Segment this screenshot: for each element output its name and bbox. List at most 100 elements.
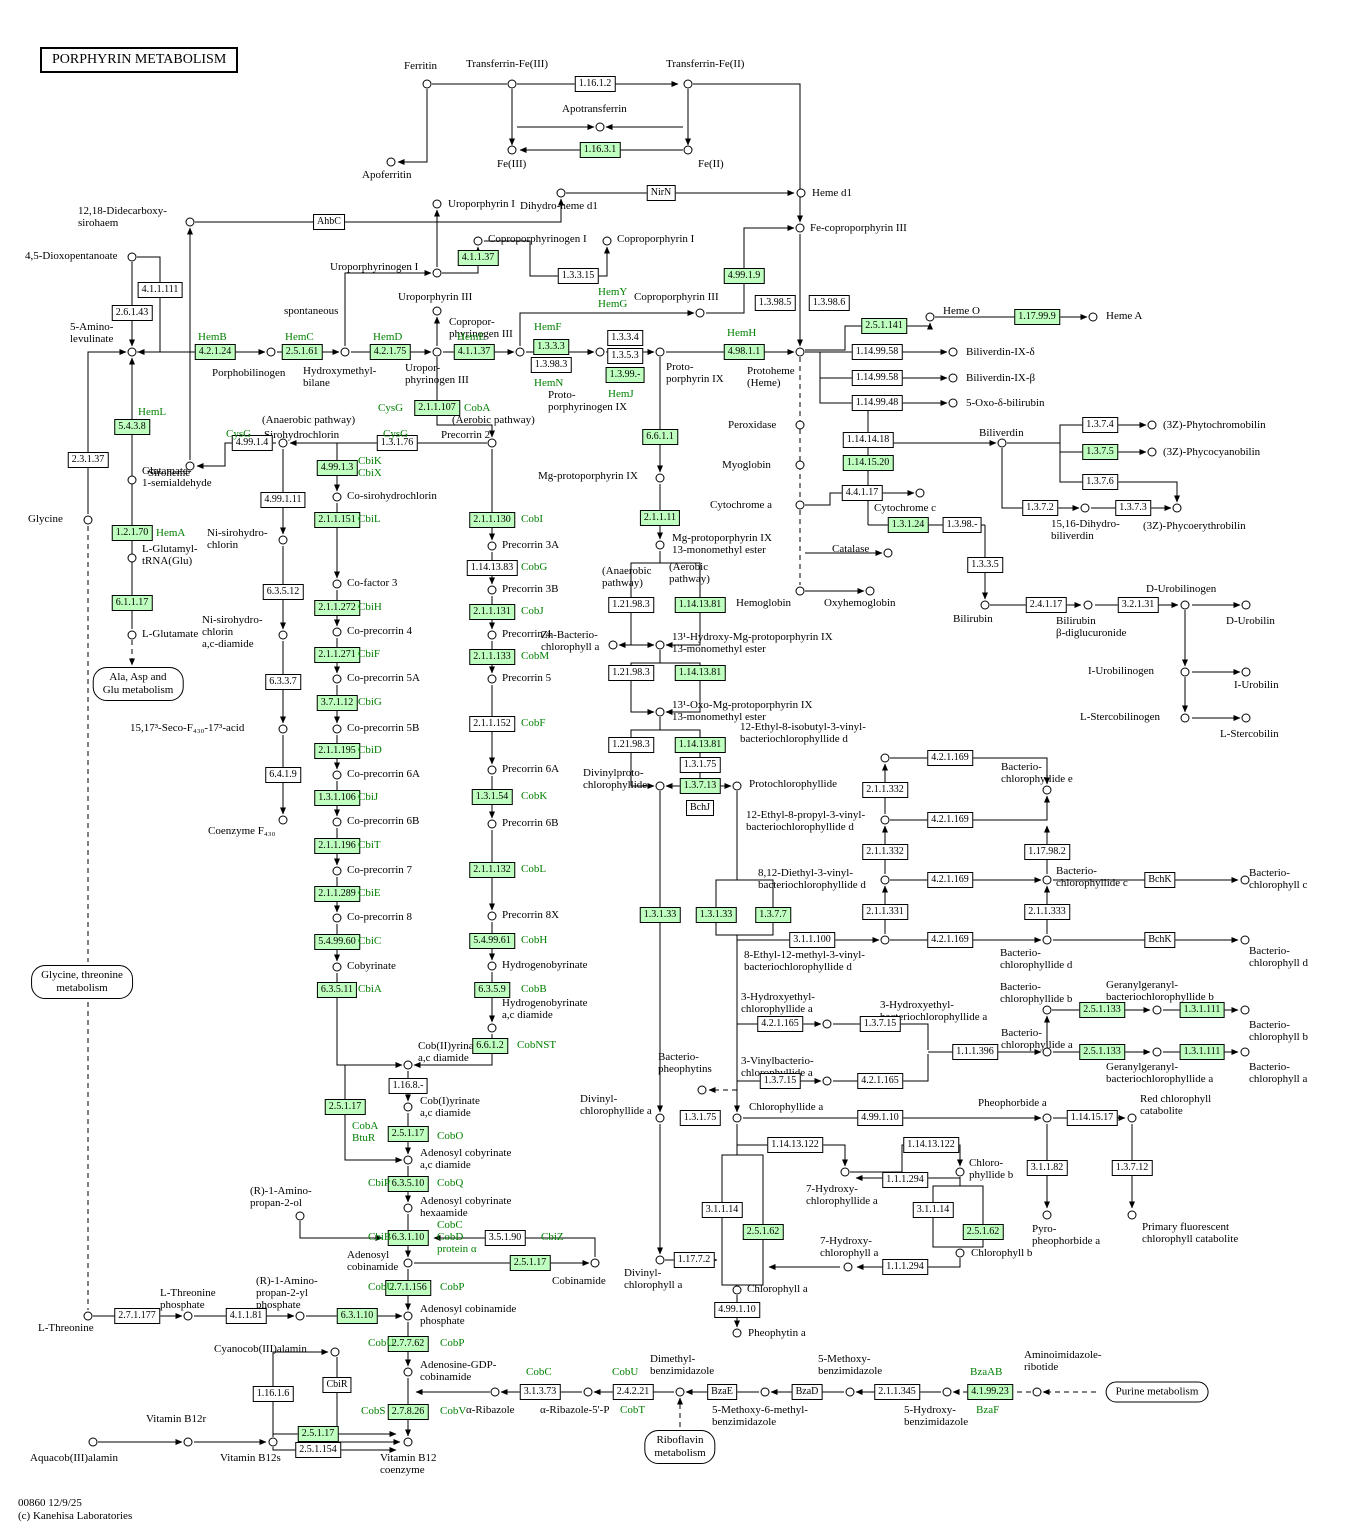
gene-label-hemc[interactable]: HemC (285, 331, 314, 343)
enzyme-box-4-2-1-169[interactable]: 4.2.1.169 (927, 812, 973, 828)
enzyme-box-2-4-1-17[interactable]: 2.4.1.17 (1025, 597, 1067, 613)
enzyme-box-2-1-1-195[interactable]: 2.1.1.195 (314, 743, 360, 759)
compound-co-precorrin-6b[interactable] (332, 817, 342, 827)
compound-fe-coproporphyrin-3[interactable] (795, 223, 805, 233)
compound-biliverdin-ix-b[interactable] (948, 373, 958, 383)
compound-protoporphyrinogen-ix[interactable] (595, 347, 605, 357)
compound-co-precorrin-6a[interactable] (332, 770, 342, 780)
enzyme-box-1-1-1-294[interactable]: 1.1.1.294 (882, 1172, 928, 1188)
enzyme-box-2-5-1-17[interactable]: 2.5.1.17 (297, 1426, 339, 1442)
enzyme-box-2-1-1-332[interactable]: 2.1.1.332 (862, 844, 908, 860)
enzyme-box-4-99-1-10[interactable]: 4.99.1.10 (857, 1110, 903, 1126)
enzyme-box-3-1-1-14[interactable]: 3.1.1.14 (701, 1202, 743, 1218)
enzyme-box-3-1-1-14[interactable]: 3.1.1.14 (912, 1202, 954, 1218)
compound-chlorophyll-b[interactable] (955, 1248, 965, 1258)
enzyme-box-1-3-7-5[interactable]: 1.3.7.5 (1082, 444, 1118, 460)
compound-coproporphyrin-1[interactable] (602, 236, 612, 246)
enzyme-box-2-7-7-62[interactable]: 2.7.7.62 (387, 1336, 429, 1352)
enzyme-box-6-3-1-10[interactable]: 6.3.1.10 (336, 1308, 378, 1324)
compound-hydroxybenzimidazole[interactable] (942, 1387, 952, 1397)
compound-alpha-ribazole[interactable] (490, 1387, 500, 1397)
gene-label-cobc-cobd-protein[interactable]: CobC CobD protein α (437, 1219, 477, 1255)
enzyme-box-1-17-99-9[interactable]: 1.17.99.9 (1014, 309, 1060, 325)
gene-label-cbig[interactable]: CbiG (358, 696, 382, 708)
enzyme-box-6-3-3-7[interactable]: 6.3.3.7 (265, 674, 301, 690)
enzyme-box-4-2-1-169[interactable]: 4.2.1.169 (927, 932, 973, 948)
gene-label-cobg[interactable]: CobG (521, 561, 548, 573)
enzyme-box-1-3-1-54[interactable]: 1.3.1.54 (471, 789, 513, 805)
gene-label-cbie[interactable]: CbiE (358, 887, 381, 899)
enzyme-box-1-16-1-6[interactable]: 1.16.1.6 (252, 1386, 294, 1402)
compound-cofactor-3[interactable] (332, 579, 342, 589)
enzyme-box-4-2-1-165[interactable]: 4.2.1.165 (857, 1073, 903, 1089)
gene-label-cobm[interactable]: CobM (521, 650, 550, 662)
compound-transferrin-fe2[interactable] (683, 79, 693, 89)
enzyme-box-1-3-1-33[interactable]: 1.3.1.33 (639, 907, 681, 923)
compound-mg-protoporphyrin-ix[interactable] (655, 473, 665, 483)
compound-primary-fluorescent-catabolite[interactable] (1127, 1210, 1137, 1220)
compound-aminopropan-2-yl-phosphate[interactable] (295, 1311, 305, 1321)
enzyme-box-1-14-13-83[interactable]: 1.14.13.83 (466, 560, 518, 576)
enzyme-box-1-16-8[interactable]: 1.16.8.- (388, 1078, 428, 1094)
compound-pheophytin-a[interactable] (732, 1328, 742, 1338)
enzyme-box-1-3-3-4[interactable]: 1.3.3.4 (607, 330, 643, 346)
compound-phycoerythrobilin[interactable] (1172, 503, 1182, 513)
enzyme-box-1-3-98[interactable]: 1.3.98.- (942, 517, 982, 533)
enzyme-box-ahbc[interactable]: AhbC (313, 214, 345, 230)
compound-didecarboxy-sirohaem[interactable] (185, 217, 195, 227)
enzyme-box-1-2-1-70[interactable]: 1.2.1.70 (111, 525, 153, 541)
gene-label-cobu[interactable]: CobU (368, 1281, 395, 1293)
compound-oxyhemoglobin[interactable] (865, 586, 875, 596)
enzyme-box-1-3-5-3[interactable]: 1.3.5.3 (607, 348, 643, 364)
gene-label-cysg[interactable]: CysG (378, 402, 404, 414)
compound-red-chlorophyll-catabolite[interactable] (1127, 1113, 1137, 1123)
compound-dioxopentanoate[interactable] (127, 252, 137, 262)
enzyme-box-6-6-1-2[interactable]: 6.6.1.2 (472, 1038, 508, 1054)
compound-protoheme[interactable] (795, 347, 805, 357)
compound-ethyl-methyl-bchlide-d[interactable] (880, 935, 890, 945)
compound-phycocyanobilin[interactable] (1147, 447, 1157, 457)
compound-glycine[interactable] (83, 515, 93, 525)
enzyme-box-4-1-1-81[interactable]: 4.1.1.81 (225, 1308, 267, 1324)
compound-precorrin-3b[interactable] (487, 585, 497, 595)
gene-label-cobp[interactable]: CobP (440, 1337, 465, 1349)
enzyme-box-4-1-1-111[interactable]: 4.1.1.111 (137, 282, 183, 298)
enzyme-box-4-1-99-23[interactable]: 4.1.99.23 (967, 1384, 1013, 1400)
compound-protoporphyrin-ix[interactable] (655, 347, 665, 357)
enzyme-box-1-3-1-33[interactable]: 1.3.1.33 (695, 907, 737, 923)
compound-vitamin-b12r[interactable] (183, 1437, 193, 1447)
compound-dihydro-heme-d1[interactable] (556, 188, 566, 198)
compound-hemoglobin[interactable] (795, 586, 805, 596)
enzyme-box-4-1-1-37[interactable]: 4.1.1.37 (457, 250, 499, 266)
enzyme-box-2-1-1-133[interactable]: 2.1.1.133 (469, 649, 515, 665)
enzyme-box-6-3-5-12[interactable]: 6.3.5.12 (262, 584, 304, 600)
compound-precorrin-4[interactable] (487, 630, 497, 640)
compound-bacteriopheophytins[interactable] (697, 1085, 707, 1095)
compound-coproporphyrinogen-1[interactable] (473, 236, 483, 246)
compound-methoxybenzimidazole[interactable] (845, 1387, 855, 1397)
gene-label-cbia[interactable]: CbiA (358, 983, 382, 995)
enzyme-box-4-99-1-3[interactable]: 4.99.1.3 (316, 460, 358, 476)
enzyme-box-2-1-1-152[interactable]: 2.1.1.152 (469, 716, 515, 732)
compound-ethyl-isobutyl-bchlide-d[interactable] (880, 753, 890, 763)
gene-label-cobo[interactable]: CobO (437, 1130, 464, 1142)
enzyme-box-1-3-98-6[interactable]: 1.3.98.6 (808, 295, 850, 311)
compound-adocobinamide[interactable] (403, 1258, 413, 1268)
enzyme-box-1-3-3-15[interactable]: 1.3.3.15 (557, 268, 599, 284)
compound-precorrin-3a[interactable] (487, 541, 497, 551)
enzyme-box-1-3-99[interactable]: 1.3.99.- (605, 367, 645, 383)
enzyme-box-2-1-1-333[interactable]: 2.1.1.333 (1024, 904, 1070, 920)
enzyme-box-2-1-1-132[interactable]: 2.1.1.132 (469, 862, 515, 878)
compound-catalase[interactable] (883, 548, 893, 558)
enzyme-box-1-3-1-76[interactable]: 1.3.1.76 (376, 435, 418, 451)
enzyme-box-2-4-2-21[interactable]: 2.4.2.21 (612, 1384, 654, 1400)
compound-oxo-bilirubin[interactable] (948, 398, 958, 408)
gene-label-cobs[interactable]: CobS (361, 1405, 386, 1417)
compound-apotransferrin[interactable] (595, 122, 605, 132)
compound-pheophorbide-a[interactable] (1042, 1113, 1052, 1123)
enzyme-box-1-3-7-13[interactable]: 1.3.7.13 (679, 778, 721, 794)
enzyme-box-1-14-13-122[interactable]: 1.14.13.122 (903, 1137, 959, 1153)
enzyme-box-6-3-5-11[interactable]: 6.3.5.11 (316, 982, 358, 998)
gene-label-cobb[interactable]: CobB (521, 983, 547, 995)
gene-label-cbij[interactable]: CbiJ (358, 791, 379, 803)
